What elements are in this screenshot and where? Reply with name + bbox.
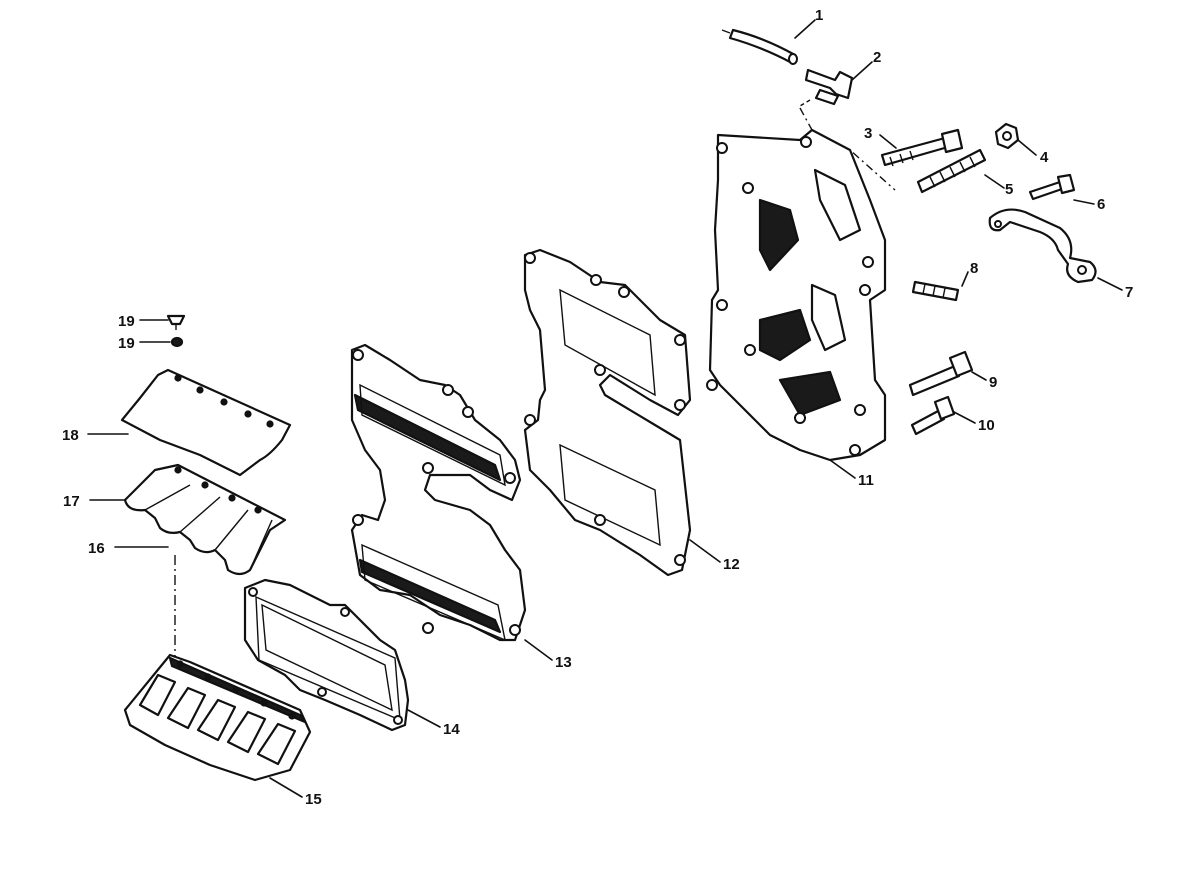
part-11-adaptor-plate — [706, 128, 887, 462]
part-18-reed-stop — [120, 368, 292, 477]
part-13-reed-block — [350, 343, 527, 642]
part-9-bolt — [908, 350, 974, 397]
part-12-gasket — [523, 248, 692, 577]
callout-2: 2 — [873, 49, 881, 66]
callout-12: 12 — [723, 556, 740, 573]
callout-7: 7 — [1125, 284, 1133, 301]
callout-10: 10 — [978, 417, 995, 434]
callout-11: 11 — [858, 472, 874, 489]
callout-14: 14 — [443, 721, 460, 738]
callout-18: 18 — [62, 427, 79, 444]
part-17-reed-petals — [123, 463, 287, 576]
part-1-hose — [721, 28, 798, 65]
callout-labels: 1 2 3 4 5 6 7 8 9 10 11 12 13 14 15 16 1… — [62, 7, 1133, 808]
part-6-screw — [1028, 173, 1076, 201]
part-5-stud — [916, 148, 987, 194]
callout-19-screw: 19 — [118, 313, 135, 330]
part-15-reed-cage — [123, 653, 312, 782]
callout-6: 6 — [1097, 196, 1105, 213]
callout-13: 13 — [555, 654, 572, 671]
part-3-bolt — [880, 128, 964, 167]
part-2-fitting — [799, 68, 854, 107]
alignment-lines — [174, 107, 896, 665]
callout-5: 5 — [1005, 181, 1013, 198]
part-4-nut — [994, 122, 1020, 150]
callout-4: 4 — [1040, 149, 1049, 166]
leader-lines — [87, 19, 1123, 798]
part-14-gasket — [243, 578, 410, 732]
callout-15: 15 — [305, 791, 322, 808]
callout-16: 16 — [88, 540, 105, 557]
part-10-bolt — [910, 395, 956, 436]
part-19-washer — [170, 336, 184, 348]
callout-8: 8 — [970, 260, 978, 277]
callout-9: 9 — [989, 374, 997, 391]
callout-3: 3 — [864, 125, 872, 142]
callout-17: 17 — [63, 493, 80, 510]
callout-1: 1 — [815, 7, 823, 24]
part-8-pin — [911, 280, 960, 302]
callout-19-washer: 19 — [118, 335, 135, 352]
part-19-screw — [166, 314, 186, 330]
part-7-clamp — [988, 208, 1097, 284]
